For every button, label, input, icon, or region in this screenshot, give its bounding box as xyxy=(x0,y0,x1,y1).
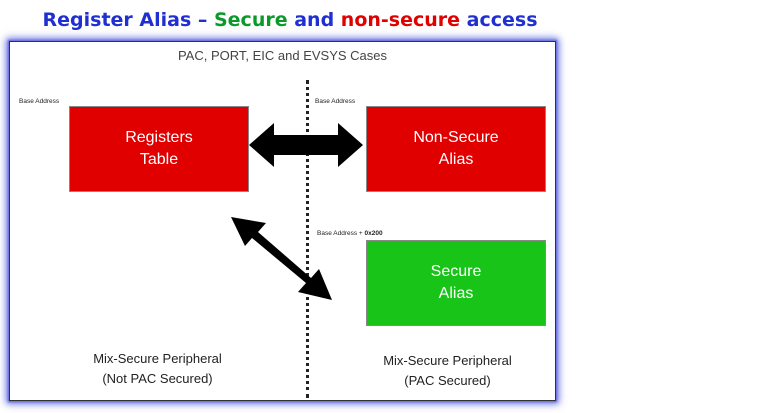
registers-base-address-label: Base Address xyxy=(19,98,60,105)
left-caption-line1: Mix-Secure Peripheral xyxy=(93,351,222,366)
diagonal-double-arrow xyxy=(231,217,332,300)
secure-alias-line1: Secure xyxy=(430,263,482,280)
diagram-subtitle: PAC, PORT, EIC and EVSYS Cases xyxy=(177,48,388,63)
horizontal-double-arrow xyxy=(249,123,363,167)
left-peripheral-caption: Mix-Secure Peripheral (Not PAC Secured) xyxy=(50,349,265,389)
right-caption-line1: Mix-Secure Peripheral xyxy=(383,353,512,368)
title-part-1: Register Alias – xyxy=(42,9,214,31)
secure-base-address-prefix: Base Address + xyxy=(317,230,365,237)
diagram-panel: PAC, PORT, EIC and EVSYS Cases Base Addr… xyxy=(9,41,556,401)
nonsecure-base-address-label: Base Address xyxy=(315,98,356,105)
non-secure-alias-line2: Alias xyxy=(438,151,474,168)
left-caption-line2: (Not PAC Secured) xyxy=(102,371,213,386)
registers-table-box: Registers Table xyxy=(69,106,249,192)
right-peripheral-caption: Mix-Secure Peripheral (PAC Secured) xyxy=(340,351,555,391)
secure-alias-box: Secure Alias xyxy=(366,240,546,326)
secure-alias-line2: Alias xyxy=(438,285,474,302)
secure-base-address-offset: 0x200 xyxy=(364,230,383,237)
right-caption-line2: (PAC Secured) xyxy=(404,373,491,388)
registers-table-line1: Registers xyxy=(125,129,193,146)
secure-base-address-label: Base Address + 0x200 xyxy=(317,230,383,237)
non-secure-alias-box: Non-Secure Alias xyxy=(366,106,546,192)
arrows-layer xyxy=(231,123,363,300)
title-secure-word: Secure xyxy=(213,9,288,31)
non-secure-alias-line1: Non-Secure xyxy=(413,129,499,146)
registers-table-line2: Table xyxy=(139,151,179,168)
title-part-5: access xyxy=(460,9,538,31)
title-nonsecure-word: non-secure xyxy=(340,9,461,31)
slide-title: Register Alias – Secure and non-secure a… xyxy=(0,9,580,31)
security-divider-line xyxy=(306,80,309,398)
title-part-3: and xyxy=(287,9,341,31)
